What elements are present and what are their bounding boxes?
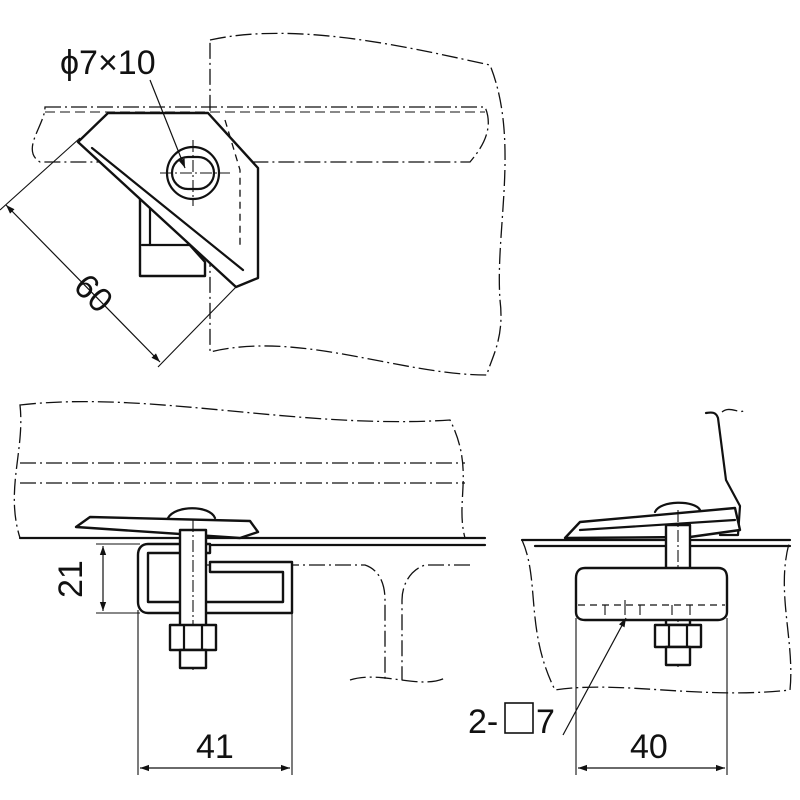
side-nut [653,623,703,649]
front-left-plate [74,515,260,540]
side-beam [521,539,792,694]
front-view-left: 21 41 [13,400,487,775]
top-rail [31,106,489,163]
front-left-nut [168,623,218,652]
square-hole-size: 7 [536,703,555,741]
top-view: ϕ7×10 60 [0,32,506,376]
top-slot-hole [160,140,230,206]
front-left-beam [13,400,466,539]
side-pad [574,566,729,622]
hole-spec-label: ϕ7×10 [60,44,156,82]
front-left-c-clamp [136,542,294,615]
dim-41-label: 41 [196,728,234,766]
square-symbol-icon [504,702,534,734]
square-hole-prefix: 2- [468,703,498,741]
dim-21-label: 21 [52,560,90,598]
dim-40-label: 40 [630,728,668,766]
side-view-right: 2- 7 40 [468,408,792,775]
dim-40: 40 [575,618,728,775]
dim-41: 41 [137,610,293,775]
side-wire [704,411,742,537]
hole-leader [149,79,186,169]
square-hole-callout: 2- 7 [468,617,627,741]
side-plate [563,506,742,540]
top-panel-outline [209,32,506,376]
dim-21: 21 [52,543,140,614]
